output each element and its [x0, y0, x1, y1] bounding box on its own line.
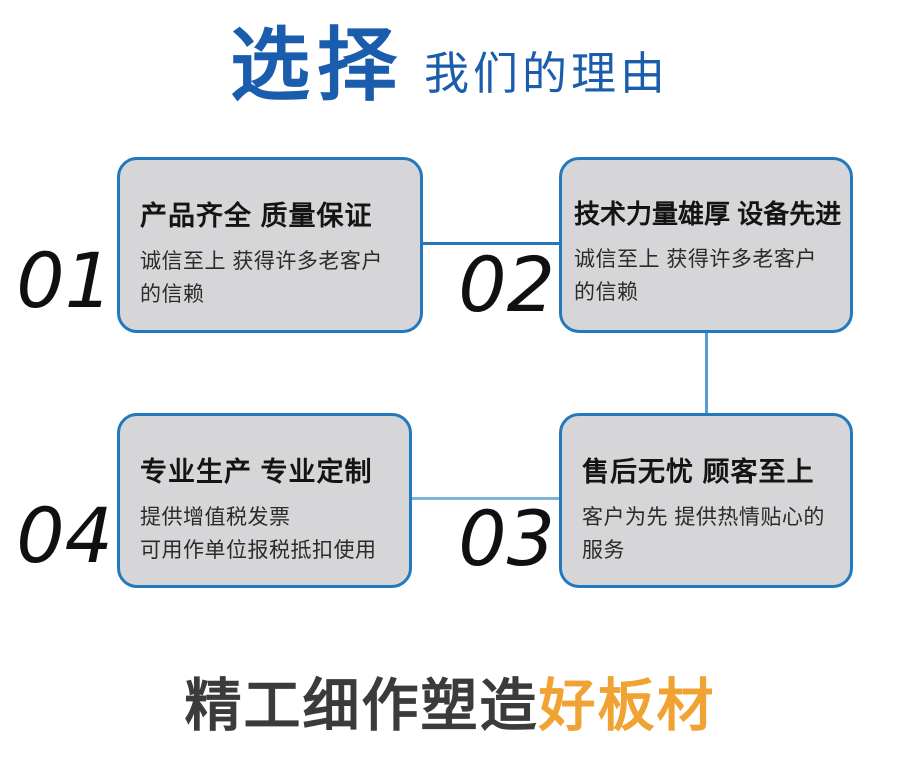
benefit-card-02: 技术力量雄厚 设备先进 诚信至上 获得许多老客户 的信赖 — [559, 157, 853, 333]
step-number-03: 03 — [458, 494, 555, 583]
benefit-card-04: 专业生产 专业定制 提供增值税发票 可用作单位报税抵扣使用 — [117, 413, 412, 588]
benefit-card-04-title: 专业生产 专业定制 — [140, 457, 373, 487]
step-number-04: 04 — [16, 491, 113, 580]
connector-line-bottom — [412, 497, 559, 500]
page-title-emphasis: 选择 — [230, 21, 404, 110]
benefit-card-04-body: 提供增值税发票 可用作单位报税抵扣使用 — [140, 502, 399, 567]
benefit-card-03-title: 售后无忧 顾客至上 — [582, 457, 815, 487]
step-number-02: 02 — [458, 240, 555, 329]
connector-line-vertical — [705, 333, 708, 413]
benefit-card-02-body-line2: 的信赖 — [574, 280, 639, 304]
benefit-card-01: 产品齐全 质量保证 诚信至上 获得许多老客户 的信赖 — [117, 157, 423, 333]
benefit-card-04-body-line2: 可用作单位报税抵扣使用 — [140, 538, 377, 562]
benefit-card-03-body-line2: 服务 — [582, 538, 625, 562]
page-title: 选择 我们的理由 — [230, 21, 670, 110]
benefit-card-01-body-line2: 的信赖 — [140, 282, 205, 306]
footer-headline: 精工细作塑造好板材 — [0, 674, 900, 740]
page-title-rest: 我们的理由 — [424, 47, 670, 99]
benefit-card-02-title: 技术力量雄厚 设备先进 — [574, 199, 842, 229]
benefit-card-01-title: 产品齐全 质量保证 — [140, 201, 373, 231]
connector-line-top — [423, 242, 559, 245]
benefit-card-03-body-line1: 客户为先 提供热情贴心的 — [582, 506, 825, 529]
benefit-card-03: 售后无忧 顾客至上 客户为先 提供热情贴心的 服务 — [559, 413, 853, 588]
benefit-card-03-body: 客户为先 提供热情贴心的 服务 — [582, 502, 840, 567]
footer-headline-dark: 精工细作塑造 — [184, 674, 539, 738]
benefit-card-01-body-line1: 诚信至上 获得许多老客户 — [140, 250, 383, 273]
benefit-card-02-body: 诚信至上 获得许多老客户 的信赖 — [574, 244, 840, 309]
footer-headline-accent: 好板材 — [538, 674, 716, 738]
benefit-card-01-body: 诚信至上 获得许多老客户 的信赖 — [140, 246, 410, 311]
benefit-card-02-body-line1: 诚信至上 获得许多老客户 — [574, 248, 817, 271]
benefit-card-04-body-line1: 提供增值税发票 — [140, 506, 291, 529]
step-number-01: 01 — [16, 236, 113, 325]
